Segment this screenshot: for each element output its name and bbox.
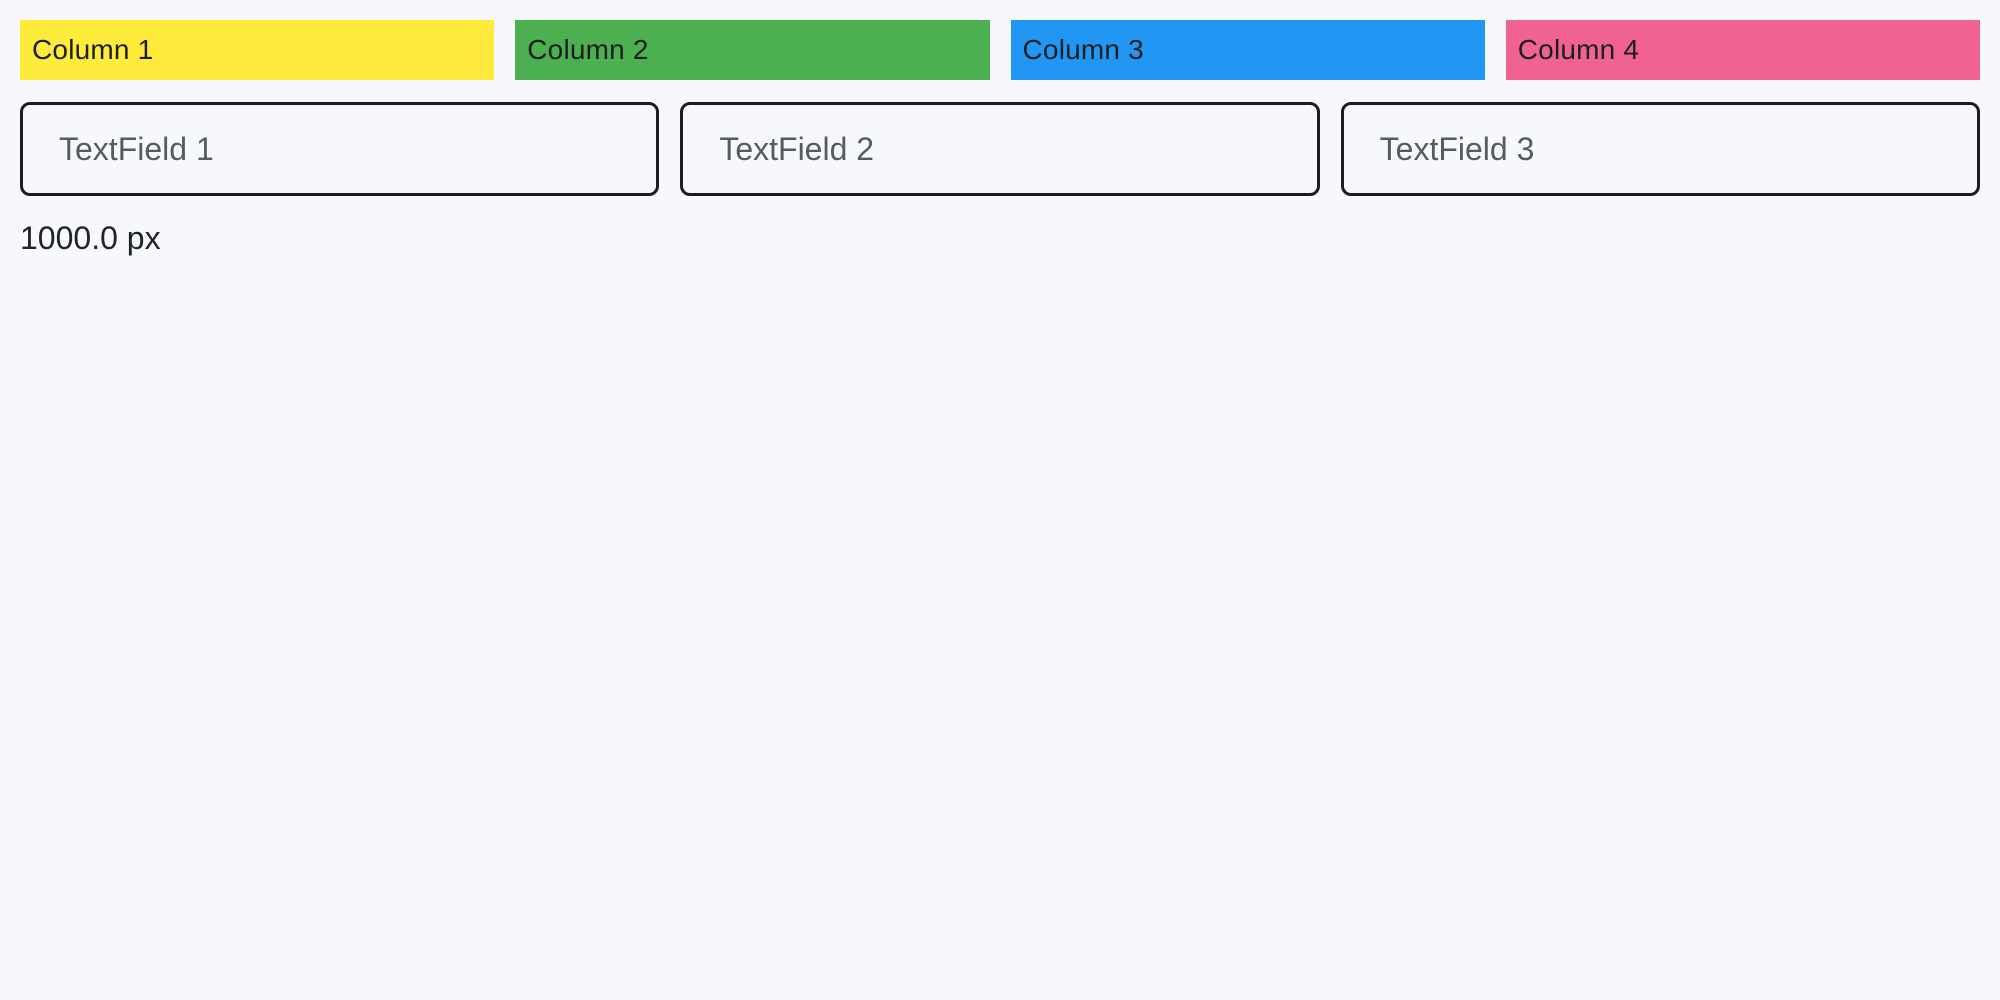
column-3-label: Column 3 <box>1022 34 1144 65</box>
textfield-2[interactable] <box>680 102 1320 196</box>
columns-row: Column 1 Column 2 Column 3 Column 4 <box>20 20 1980 80</box>
textfield-3[interactable] <box>1340 102 1980 196</box>
textfields-row <box>20 102 1980 196</box>
column-4: Column 4 <box>1505 20 1980 80</box>
column-4-label: Column 4 <box>1517 34 1640 65</box>
textfield-1[interactable] <box>20 102 660 196</box>
column-2: Column 2 <box>515 20 990 80</box>
column-1: Column 1 <box>20 20 495 80</box>
column-2-label: Column 2 <box>527 34 649 65</box>
column-1-label: Column 1 <box>32 34 154 65</box>
window-width-label: 1000.0 px <box>20 220 161 256</box>
column-3: Column 3 <box>1010 20 1485 80</box>
